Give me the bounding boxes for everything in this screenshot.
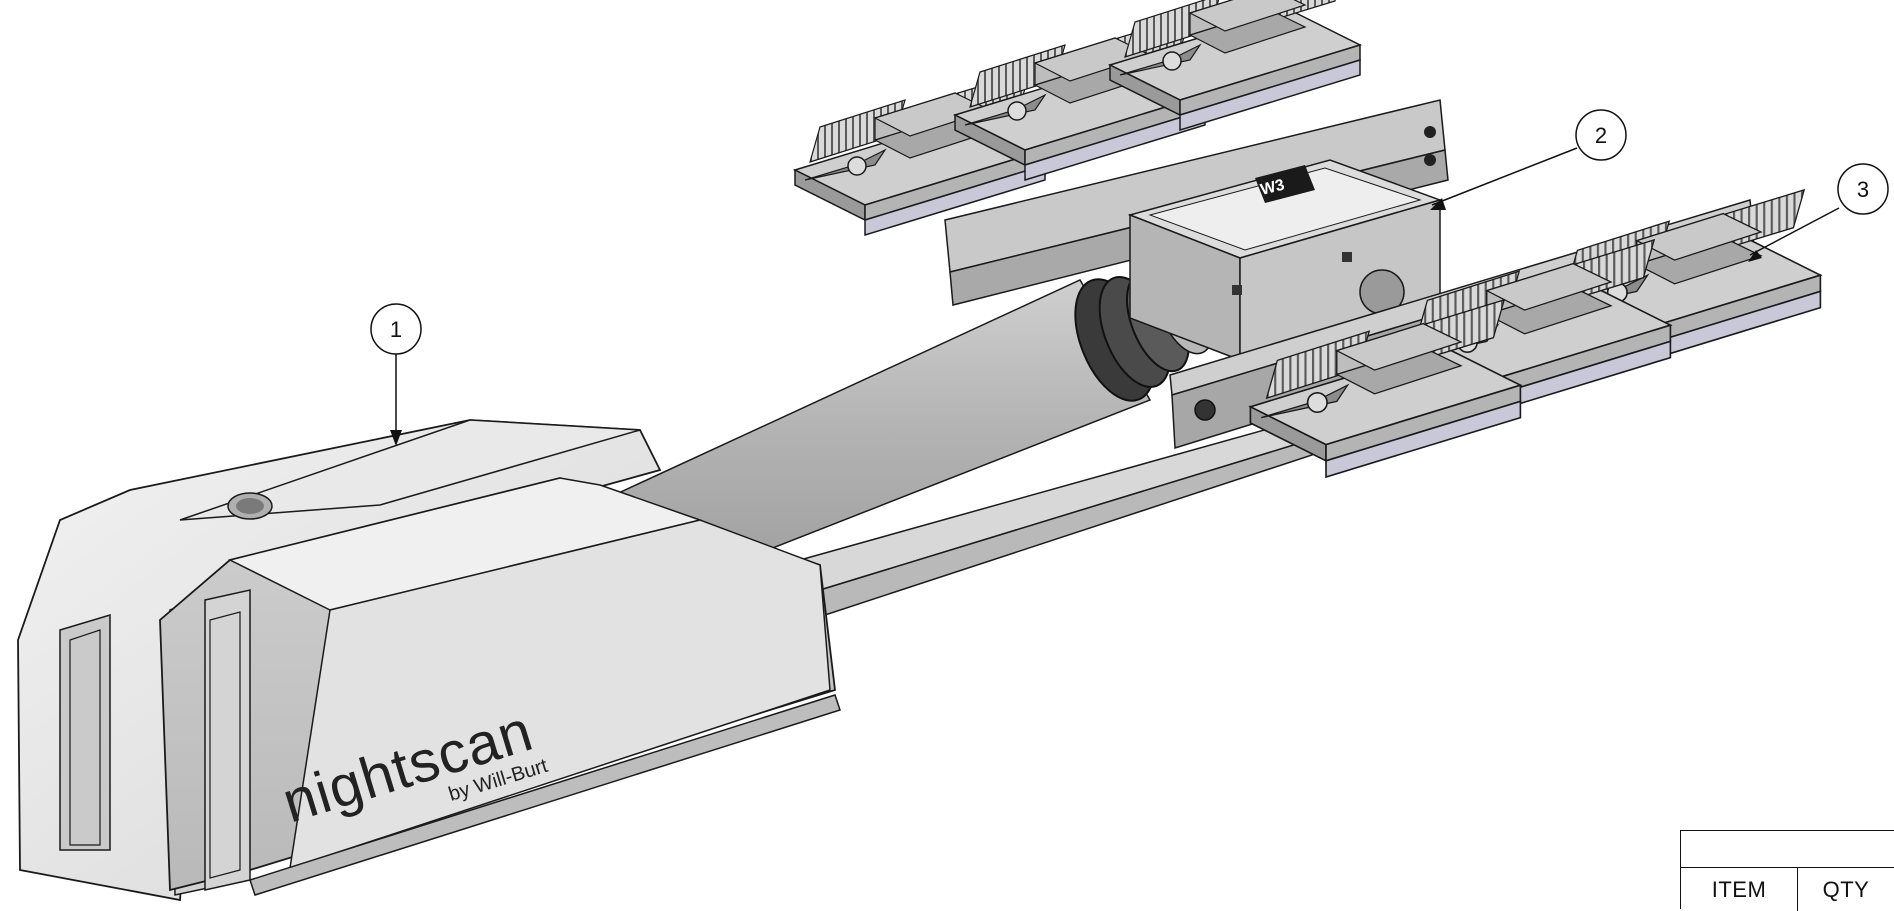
- center-junction-box: W3: [1127, 159, 1443, 362]
- balloon-3: 3: [1837, 163, 1889, 215]
- svg-text:W3: W3: [1259, 177, 1286, 199]
- balloon-2-number: 2: [1595, 123, 1607, 148]
- balloon-1-number: 1: [390, 317, 402, 342]
- bom-header-row: ITEM QTY: [1681, 868, 1894, 911]
- bom-table: ITEM QTY: [1680, 830, 1894, 911]
- leader-arrow-1: [390, 430, 402, 446]
- bom-header-qty: QTY: [1822, 876, 1870, 902]
- nightscan-base-unit: nightscan by Will-Burt: [17, 419, 841, 902]
- wb-logo: W3: [1255, 165, 1315, 203]
- leader-2: [1431, 147, 1578, 206]
- leader-lines: [395, 147, 1840, 430]
- balloon-1: 1: [370, 303, 422, 355]
- leader-arrow-2: [1430, 198, 1446, 210]
- bom-header-item: ITEM: [1681, 868, 1798, 911]
- balloon-2: 2: [1575, 109, 1627, 161]
- leader-3: [1749, 207, 1840, 256]
- bom-title-row: [1681, 831, 1894, 868]
- leader-arrow-3: [1748, 250, 1762, 262]
- balloon-3-number: 3: [1857, 177, 1869, 202]
